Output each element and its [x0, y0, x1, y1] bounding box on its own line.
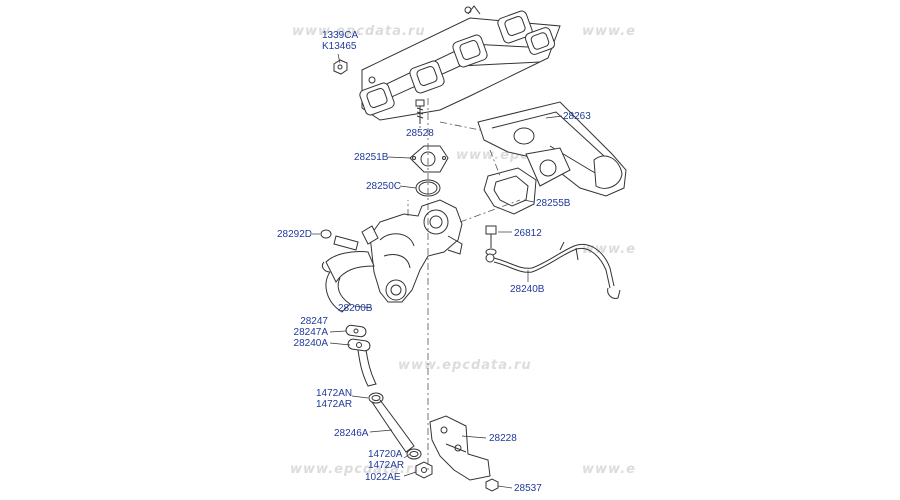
- watermark: www.e: [582, 24, 636, 39]
- gasket-28255b[interactable]: [483, 167, 537, 215]
- part-label-28528[interactable]: 28528: [406, 128, 434, 139]
- part-label-28247a[interactable]: 28247A: [293, 327, 328, 338]
- bolt-26812[interactable]: [485, 225, 497, 256]
- watermark: www.epcdata.ru: [292, 24, 426, 39]
- part-label-28537[interactable]: 28537: [514, 483, 542, 494]
- watermark: www.e: [582, 242, 636, 257]
- part-label-28246a[interactable]: 28246A: [334, 428, 369, 439]
- hose-28246a[interactable]: [371, 399, 415, 453]
- part-label-28250c[interactable]: 28250C: [366, 181, 402, 192]
- oil-feed-pipe-28240b[interactable]: [485, 241, 621, 299]
- bolt-28537[interactable]: [485, 478, 499, 492]
- nut-1339ca[interactable]: [333, 59, 348, 75]
- part-label-28228[interactable]: 28228: [489, 433, 517, 444]
- plug-28292d[interactable]: [320, 229, 359, 251]
- part-label-28240b[interactable]: 28240B: [510, 284, 545, 295]
- watermark: www.epcdata.ru: [290, 462, 424, 477]
- turbocharger-28200b[interactable]: [321, 199, 463, 313]
- oil-return-pipe-28240a[interactable]: [357, 349, 377, 387]
- part-label-28263[interactable]: 28263: [563, 111, 591, 122]
- clamp-1472an[interactable]: [368, 392, 384, 404]
- part-label-14720a[interactable]: 14720A: [368, 449, 403, 460]
- part-label-28251b[interactable]: 28251B: [354, 152, 389, 163]
- gaskets-28247[interactable]: [345, 324, 371, 352]
- part-label-28255b[interactable]: 28255B: [536, 198, 571, 209]
- gasket-28251b[interactable]: [409, 145, 449, 173]
- exhaust-manifold[interactable]: [358, 5, 561, 121]
- part-label-28247[interactable]: 28247: [300, 316, 328, 327]
- part-label-26812[interactable]: 26812: [514, 228, 542, 239]
- part-label-k13465[interactable]: K13465: [322, 41, 357, 52]
- watermark: www.epcdata.ru: [398, 358, 532, 373]
- part-label-28292d[interactable]: 28292D: [277, 229, 313, 240]
- bracket-28228[interactable]: [429, 415, 491, 481]
- part-label-1472ar[interactable]: 1472AR: [316, 399, 353, 410]
- part-label-1339ca[interactable]: 1339CA: [322, 30, 359, 41]
- stud-28528[interactable]: [415, 99, 425, 124]
- watermark: www.e: [582, 462, 636, 477]
- clamp-14720a[interactable]: [406, 448, 422, 460]
- part-label-1472an[interactable]: 1472AN: [316, 388, 353, 399]
- part-label-28200b[interactable]: 28200B: [338, 303, 373, 314]
- bolt-1022ae[interactable]: [415, 461, 433, 479]
- part-label-1022ae[interactable]: 1022AE: [365, 472, 401, 483]
- part-label-28240a[interactable]: 28240A: [293, 338, 328, 349]
- part-label-1472ar-lower[interactable]: 1472AR: [368, 460, 405, 471]
- heat-shield-28263[interactable]: [477, 101, 627, 197]
